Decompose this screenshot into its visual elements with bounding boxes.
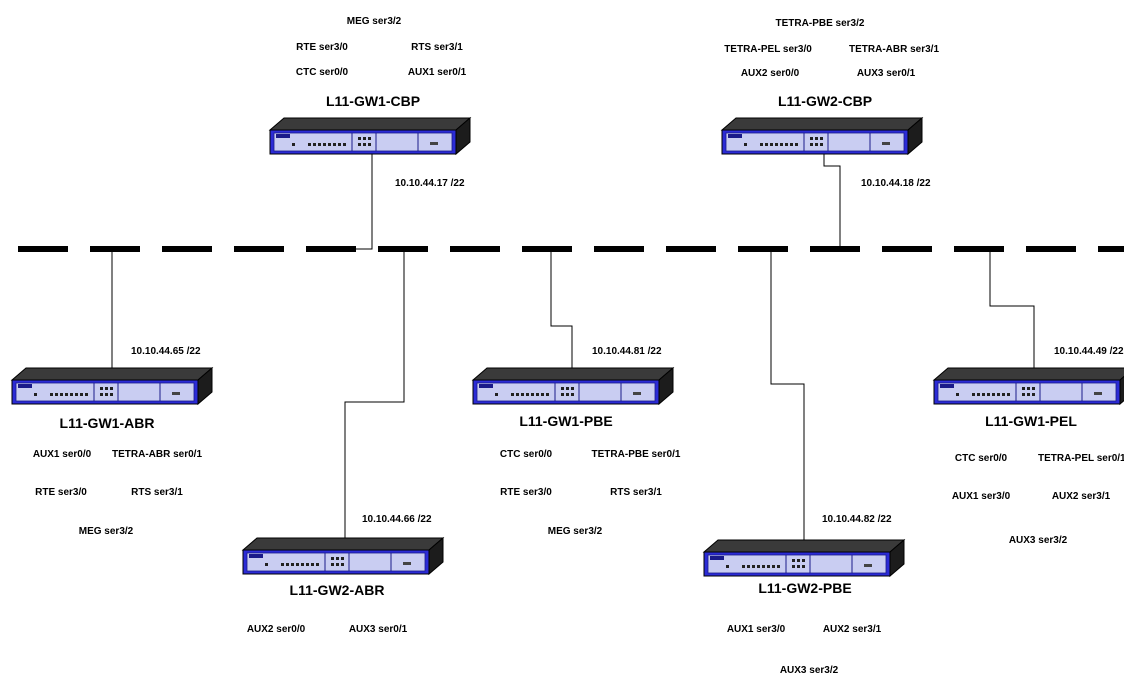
interface-label: TETRA-ABR ser0/1 — [112, 449, 202, 460]
device-name: L11-GW2-CBP — [778, 93, 872, 109]
device-name: L11-GW2-ABR — [290, 582, 385, 598]
interface-label: TETRA-ABR ser3/1 — [849, 44, 939, 55]
interface-label: AUX3 ser3/2 — [1009, 535, 1068, 546]
device-name: L11-GW1-CBP — [326, 93, 420, 109]
router-icon[interactable] — [703, 539, 905, 577]
interface-label: RTE ser3/0 — [296, 42, 348, 53]
device-l11-gw1-pbe[interactable]: 10.10.44.81 /22 L11-GW1-PBE CTC ser0/0 T… — [472, 346, 681, 537]
device-l11-gw1-cbp[interactable]: MEG ser3/2 RTE ser3/0 RTS ser3/1 CTC ser… — [269, 16, 471, 189]
link-gw1-pbe — [550, 249, 573, 368]
ip-address-label: 10.10.44.17 /22 — [395, 178, 465, 189]
ip-address-label: 10.10.44.49 /22 — [1054, 346, 1124, 357]
device-name: L11-GW1-PBE — [519, 413, 612, 429]
interface-label: CTC ser0/0 — [955, 453, 1008, 464]
ip-address-label: 10.10.44.82 /22 — [822, 514, 892, 525]
interface-label: CTC ser0/0 — [296, 67, 349, 78]
router-icon[interactable] — [11, 367, 213, 405]
interface-label: AUX2 ser0/0 — [247, 624, 306, 635]
interface-label: RTS ser3/1 — [131, 487, 183, 498]
interface-label: TETRA-PEL ser3/0 — [724, 44, 812, 55]
interface-label: AUX2 ser0/0 — [741, 68, 800, 79]
ip-address-label: 10.10.44.81 /22 — [592, 346, 662, 357]
link-gw2-cbp — [823, 153, 841, 249]
interface-label: RTE ser3/0 — [35, 487, 87, 498]
interface-label: RTS ser3/1 — [411, 42, 463, 53]
device-l11-gw2-cbp[interactable]: TETRA-PBE ser3/2 TETRA-PEL ser3/0 TETRA-… — [721, 18, 939, 189]
router-icon[interactable] — [472, 367, 674, 405]
device-name: L11-GW1-ABR — [60, 415, 155, 431]
ip-address-label: 10.10.44.66 /22 — [362, 514, 432, 525]
interface-label: MEG ser3/2 — [79, 526, 134, 537]
interface-label: AUX1 ser0/0 — [33, 449, 92, 460]
link-gw1-cbp — [345, 153, 373, 250]
interface-label: CTC ser0/0 — [500, 449, 553, 460]
interface-label: AUX1 ser3/0 — [952, 491, 1011, 502]
device-l11-gw1-abr[interactable]: 10.10.44.65 /22 L11-GW1-ABR AUX1 ser0/0 … — [11, 346, 213, 537]
interface-label: TETRA-PBE ser0/1 — [592, 449, 681, 460]
interface-label: MEG ser3/2 — [347, 16, 402, 27]
ip-address-label: 10.10.44.65 /22 — [131, 346, 201, 357]
link-gw1-pel — [989, 249, 1035, 368]
interface-label: AUX2 ser3/1 — [1052, 491, 1111, 502]
interface-label: RTS ser3/1 — [610, 487, 662, 498]
ip-address-label: 10.10.44.18 /22 — [861, 178, 931, 189]
interface-label: AUX3 ser0/1 — [857, 68, 916, 79]
device-l11-gw1-pel[interactable]: 10.10.44.49 /22 L11-GW1-PEL CTC ser0/0 T… — [933, 346, 1124, 546]
link-gw2-pbe — [770, 249, 805, 540]
router-icon[interactable] — [721, 117, 923, 155]
router-icon[interactable] — [933, 367, 1124, 405]
interface-label: TETRA-PBE ser3/2 — [776, 18, 865, 29]
device-l11-gw2-abr[interactable]: 10.10.44.66 /22 L11-GW2-ABR AUX2 ser0/0 … — [242, 514, 444, 635]
interface-label: AUX1 ser0/1 — [408, 67, 467, 78]
interface-label: AUX3 ser0/1 — [349, 624, 408, 635]
device-l11-gw2-pbe[interactable]: 10.10.44.82 /22 L11-GW2-PBE AUX1 ser3/0 … — [703, 514, 905, 676]
interface-label: AUX1 ser3/0 — [727, 624, 786, 635]
interface-label: RTE ser3/0 — [500, 487, 552, 498]
router-icon[interactable] — [242, 537, 444, 575]
link-gw2-abr — [344, 249, 405, 538]
interface-label: TETRA-PEL ser0/1 — [1038, 453, 1124, 464]
interface-label: AUX2 ser3/1 — [823, 624, 882, 635]
interface-label: MEG ser3/2 — [548, 526, 603, 537]
interface-label: AUX3 ser3/2 — [780, 665, 839, 676]
router-icon[interactable] — [269, 117, 471, 155]
device-name: L11-GW2-PBE — [758, 580, 851, 596]
device-name: L11-GW1-PEL — [985, 413, 1077, 429]
